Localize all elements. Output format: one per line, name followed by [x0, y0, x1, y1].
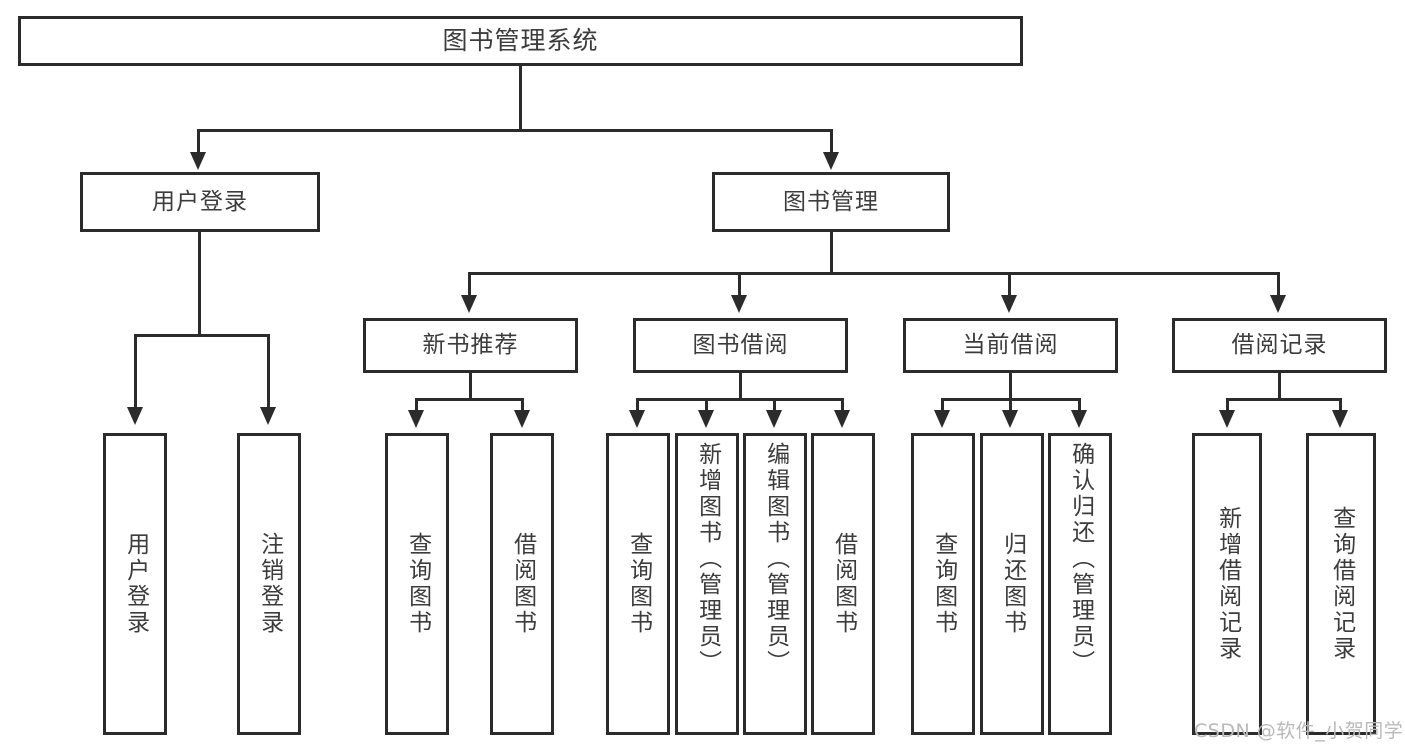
- leaf-current-borrow-return[interactable]: 归还图书: [980, 433, 1044, 735]
- leaf-book-borrow-query[interactable]: 查询图书: [606, 433, 670, 735]
- node-borrow-record[interactable]: 借阅记录: [1172, 318, 1387, 373]
- node-label: 当前借阅: [962, 332, 1059, 359]
- connector-borrow-record-child-1: [1226, 398, 1229, 412]
- connector-book-mgmt-child-3: [1008, 272, 1011, 297]
- connector-borrow-record-child-2: [1339, 398, 1342, 412]
- node-label: 新书推荐: [422, 332, 519, 359]
- arrow-new-book-child-2: [514, 410, 530, 428]
- arrow-new-book-child-1: [408, 410, 424, 428]
- connector-root-to-book-mgmt: [830, 129, 833, 154]
- leaf-label: 查询图书: [625, 532, 652, 636]
- arrow-borrow-record-child-2: [1332, 410, 1348, 428]
- leaf-label: 归还图书: [999, 532, 1026, 636]
- node-label: 图书借阅: [692, 332, 789, 359]
- leaf-label: 查询图书: [404, 532, 431, 636]
- connector-book-borrow-child-4: [841, 398, 844, 412]
- leaf-label: 新增借阅记录: [1214, 506, 1241, 662]
- connector-user-login-child-1: [134, 334, 137, 409]
- leaf-label: 编辑图书（管理员）: [762, 442, 789, 676]
- connector-root-bus: [197, 129, 833, 132]
- arrow-borrow-record-child-1: [1219, 410, 1235, 428]
- leaf-book-borrow-borrow[interactable]: 借阅图书: [811, 433, 875, 735]
- leaf-book-borrow-edit-admin[interactable]: 编辑图书（管理员）: [743, 433, 807, 735]
- arrow-book-mgmt-child-4: [1270, 295, 1286, 313]
- connector-book-mgmt-bus: [468, 272, 1280, 275]
- leaf-new-book-query[interactable]: 查询图书: [385, 433, 449, 735]
- connector-current-borrow-child-2: [1009, 398, 1012, 412]
- connector-user-login-stem: [198, 232, 201, 336]
- connector-new-book-stem: [469, 373, 472, 400]
- connector-current-borrow-child-1: [941, 398, 944, 412]
- connector-book-borrow-child-3: [773, 398, 776, 412]
- leaf-borrow-record-query[interactable]: 查询借阅记录: [1306, 433, 1376, 735]
- connector-book-mgmt-stem: [830, 232, 833, 274]
- connector-book-mgmt-child-2: [738, 272, 741, 297]
- connector-current-borrow-child-3: [1078, 398, 1081, 412]
- arrow-book-borrow-child-2: [698, 410, 714, 428]
- node-label: 用户登录: [152, 188, 248, 215]
- connector-new-book-child-2: [521, 398, 524, 412]
- leaf-label: 注销登录: [256, 532, 283, 636]
- node-label: 图书管理: [783, 188, 879, 215]
- arrow-book-mgmt-child-2: [731, 295, 747, 313]
- connector-book-mgmt-child-1: [468, 272, 471, 297]
- arrow-user-login-child-1: [127, 407, 143, 425]
- leaf-user-login-login[interactable]: 用户登录: [103, 433, 167, 735]
- leaf-current-borrow-confirm-admin[interactable]: 确认归还（管理员）: [1048, 433, 1112, 735]
- leaf-user-login-logout[interactable]: 注销登录: [237, 433, 301, 735]
- connector-book-borrow-child-1: [636, 398, 639, 412]
- connector-book-borrow-stem: [739, 373, 742, 400]
- arrow-book-mgmt-child-1: [461, 295, 477, 313]
- leaf-label: 查询借阅记录: [1328, 506, 1355, 662]
- arrow-current-borrow-child-1: [934, 410, 950, 428]
- node-label: 借阅记录: [1231, 332, 1328, 359]
- connector-user-login-child-2: [267, 334, 270, 409]
- arrow-root-to-user-login: [190, 152, 206, 170]
- node-user-login[interactable]: 用户登录: [80, 172, 320, 232]
- node-book-management[interactable]: 图书管理: [712, 172, 950, 232]
- node-current-borrow[interactable]: 当前借阅: [903, 318, 1118, 373]
- arrow-book-borrow-child-4: [834, 410, 850, 428]
- leaf-label: 用户登录: [122, 532, 149, 636]
- arrow-root-to-book-mgmt: [823, 152, 839, 170]
- arrow-book-borrow-child-1: [629, 410, 645, 428]
- connector-borrow-record-bus: [1226, 398, 1342, 401]
- leaf-book-borrow-add-admin[interactable]: 新增图书（管理员）: [675, 433, 739, 735]
- arrow-user-login-child-2: [260, 407, 276, 425]
- node-label: 图书管理系统: [442, 26, 599, 56]
- connector-borrow-record-stem: [1278, 373, 1281, 400]
- node-book-borrow[interactable]: 图书借阅: [633, 318, 848, 373]
- node-new-book-recommend[interactable]: 新书推荐: [363, 318, 578, 373]
- leaf-label: 查询图书: [930, 532, 957, 636]
- leaf-current-borrow-query[interactable]: 查询图书: [911, 433, 975, 735]
- connector-root-stem: [519, 66, 522, 131]
- node-root-system[interactable]: 图书管理系统: [18, 16, 1023, 66]
- arrow-book-mgmt-child-3: [1001, 295, 1017, 313]
- leaf-new-book-borrow[interactable]: 借阅图书: [490, 433, 554, 735]
- connector-current-borrow-stem: [1009, 373, 1012, 400]
- leaf-label: 新增图书（管理员）: [694, 442, 721, 676]
- leaf-borrow-record-add[interactable]: 新增借阅记录: [1192, 433, 1262, 735]
- arrow-current-borrow-child-3: [1071, 410, 1087, 428]
- leaf-label: 借阅图书: [830, 532, 857, 636]
- connector-book-borrow-child-2: [705, 398, 708, 412]
- leaf-label: 确认归还（管理员）: [1067, 442, 1094, 676]
- connector-user-login-bus: [134, 334, 270, 337]
- connector-new-book-child-1: [415, 398, 418, 412]
- arrow-book-borrow-child-3: [766, 410, 782, 428]
- connector-new-book-bus: [415, 398, 524, 401]
- leaf-label: 借阅图书: [509, 532, 536, 636]
- connector-book-mgmt-child-4: [1277, 272, 1280, 297]
- arrow-current-borrow-child-2: [1002, 410, 1018, 428]
- connector-root-to-user-login: [197, 129, 200, 154]
- watermark-text: CSDN @软件_小贺同学: [1194, 720, 1404, 742]
- connector-book-borrow-bus: [636, 398, 844, 401]
